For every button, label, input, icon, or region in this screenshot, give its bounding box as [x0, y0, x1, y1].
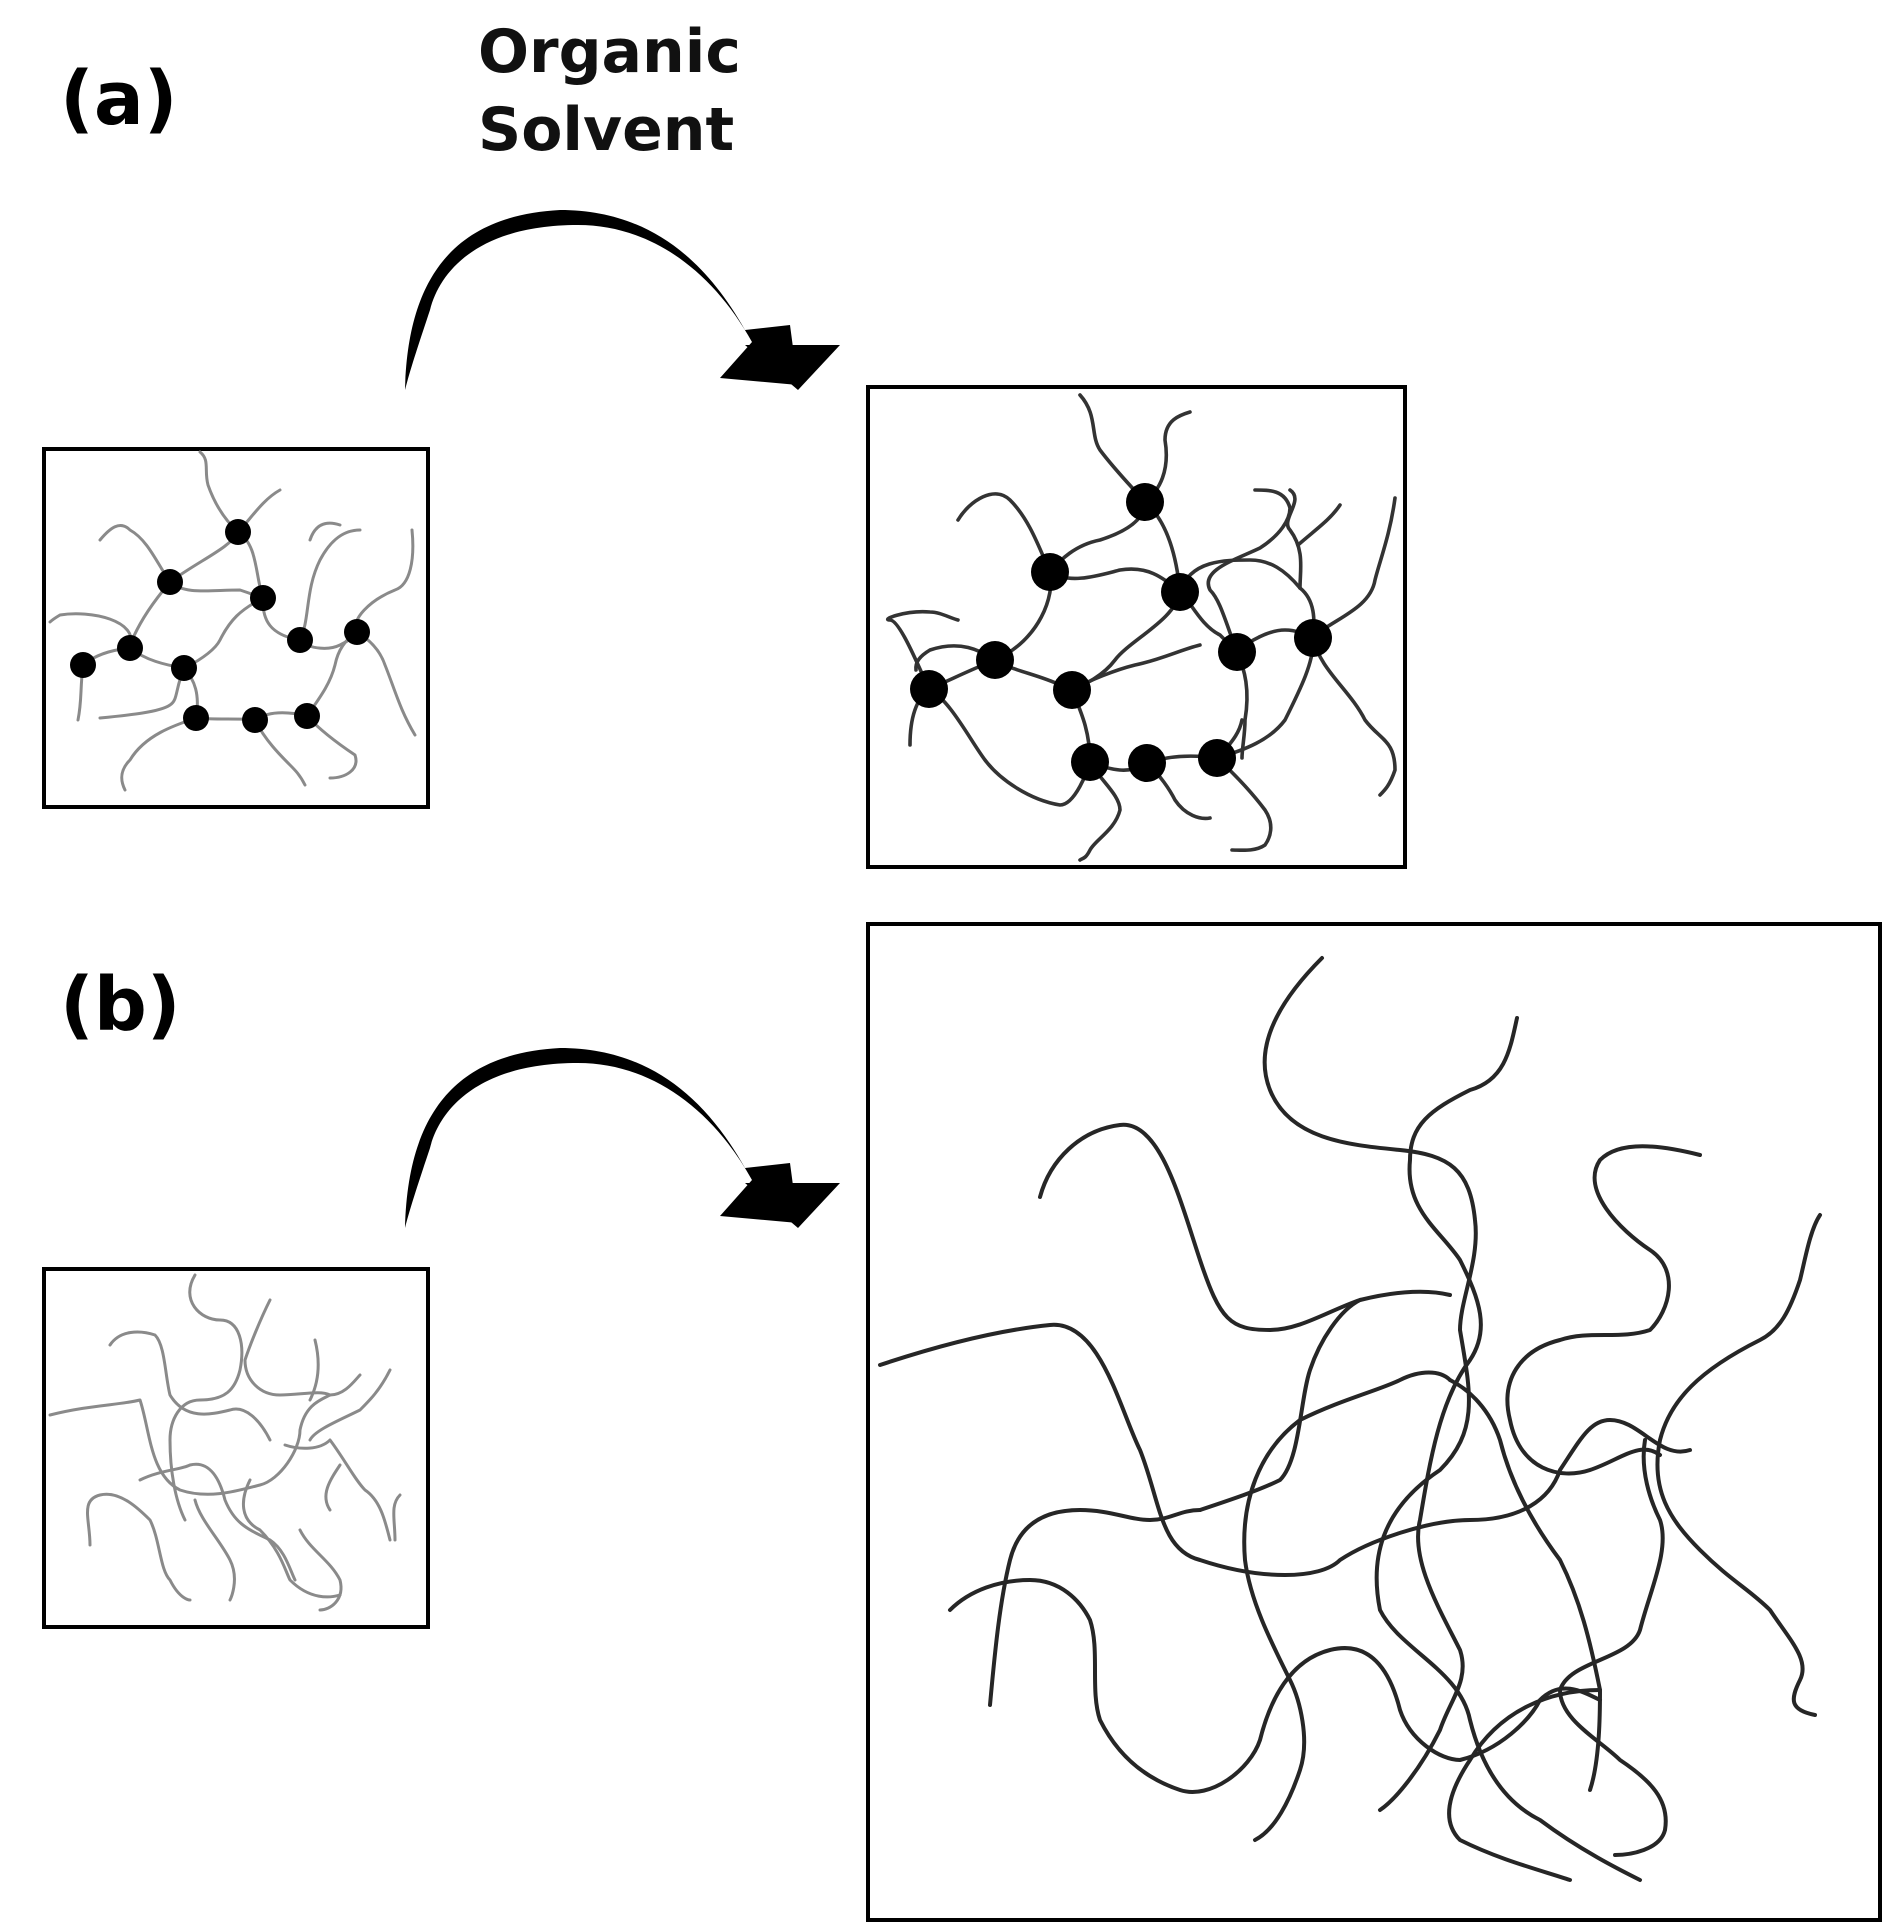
crosslink-node: [1161, 573, 1199, 611]
polymer-chain: [1296, 503, 1342, 547]
polymer-chain: [1178, 558, 1302, 594]
polymer-chain: [1078, 760, 1122, 862]
polymer-chain: [168, 1273, 244, 1522]
polymer-chain: [878, 1322, 1692, 1577]
polymer-chain: [1311, 636, 1397, 797]
crosslink-node: [1198, 739, 1236, 777]
crosslink-node: [287, 627, 313, 653]
polymer-chain: [948, 1578, 1602, 1794]
polymer-chain: [98, 524, 172, 584]
crosslink-node: [1126, 483, 1164, 521]
swollen-network-box-a: [866, 385, 1407, 869]
polymer-chain: [198, 450, 240, 534]
polymer-chain: [108, 1330, 272, 1442]
polymer-chain: [1558, 1438, 1668, 1857]
polymer-chain: [354, 528, 415, 634]
polymer-chain: [308, 1338, 320, 1402]
panel-label-a: (a): [60, 56, 178, 142]
polymer-chain: [355, 630, 417, 737]
polymer-chain: [168, 580, 265, 600]
crosslink-node: [242, 707, 268, 733]
crosslink-node: [70, 652, 96, 678]
polymer-chain: [298, 1528, 343, 1612]
polymer-chain: [1655, 1213, 1822, 1717]
polymer-chain: [1242, 1370, 1452, 1842]
crosslink-node: [1218, 633, 1256, 671]
solvent-label-line2: Solvent: [478, 95, 735, 165]
polymer-chain: [308, 1368, 392, 1442]
crosslink-node: [183, 705, 209, 731]
crosslink-node: [976, 641, 1014, 679]
crosslink-node: [1128, 744, 1166, 782]
crosslink-node: [157, 569, 183, 595]
unswollen-chains-box-b: [42, 1267, 430, 1629]
crosslink-node: [294, 703, 320, 729]
polymer-chain: [138, 1462, 297, 1582]
polymer-chain: [98, 666, 186, 720]
crosslink-node: [344, 619, 370, 645]
polymer-chain: [927, 687, 1092, 807]
polymer-chain: [1505, 1144, 1702, 1476]
curved-arrow-head-b: [745, 1183, 840, 1228]
polymer-chain: [305, 630, 359, 718]
polymer-chain: [193, 1498, 236, 1602]
polymer-chain: [1215, 756, 1273, 853]
crosslink-node: [117, 635, 143, 661]
polymer-chain: [120, 716, 198, 792]
curved-arrow-icon-b: [357, 1048, 798, 1228]
polymer-chain: [1198, 1298, 1362, 1512]
crosslink-node: [1071, 743, 1109, 781]
crosslink-nodes-a: [70, 519, 370, 733]
polymer-chain: [324, 1463, 342, 1512]
crosslink-node: [910, 670, 948, 708]
polymer-chain: [1070, 590, 1182, 692]
swollen-chains-box-b: [866, 922, 1882, 1922]
polymer-chain: [1078, 393, 1147, 504]
polymer-chain: [1070, 643, 1202, 692]
polymer-chain: [392, 1493, 402, 1542]
polymer-chain: [1285, 488, 1303, 590]
polymer-chain: [1311, 496, 1397, 640]
polymer-chain: [1048, 567, 1182, 594]
unswollen-network-box-a: [42, 447, 430, 809]
polymer-chain: [1038, 1122, 1452, 1332]
crosslink-node: [1031, 553, 1069, 591]
crosslink-node: [1294, 619, 1332, 657]
polymer-chain: [243, 1298, 332, 1397]
curved-arrow-icon-a: [357, 210, 798, 390]
polymer-chain: [1262, 956, 1642, 1882]
polymer-chain: [48, 612, 133, 650]
polymer-chain: [1215, 636, 1315, 760]
crosslink-node: [1053, 671, 1091, 709]
polymer-chain: [1378, 1016, 1519, 1812]
crosslink-node: [171, 655, 197, 681]
polymer-chain: [1448, 1378, 1602, 1792]
polymer-chain: [1447, 1688, 1602, 1882]
polymer-chain: [241, 1478, 342, 1599]
solvent-label-line1: Organic: [478, 17, 741, 87]
polymer-chain: [956, 492, 1052, 574]
panel-label-b: (b): [60, 962, 181, 1048]
polymer-chain: [305, 714, 358, 780]
polymer-chain: [253, 718, 307, 787]
polymer-chain: [86, 1492, 192, 1602]
swollen-chains-b: [878, 956, 1822, 1882]
polymer-chain: [988, 1508, 1202, 1707]
crosslink-node: [225, 519, 251, 545]
polymer-chain: [1206, 488, 1292, 654]
polymer-chain: [886, 609, 960, 691]
crosslink-node: [250, 585, 276, 611]
unswollen-chains-b: [48, 1273, 402, 1612]
curved-arrow-head-a: [745, 345, 840, 390]
polymer-chain: [283, 1438, 392, 1542]
polymer-chain: [298, 528, 362, 642]
polymer-chain: [308, 521, 342, 542]
crosslink-nodes-a-swollen: [910, 483, 1332, 782]
polymer-chain: [183, 596, 265, 670]
